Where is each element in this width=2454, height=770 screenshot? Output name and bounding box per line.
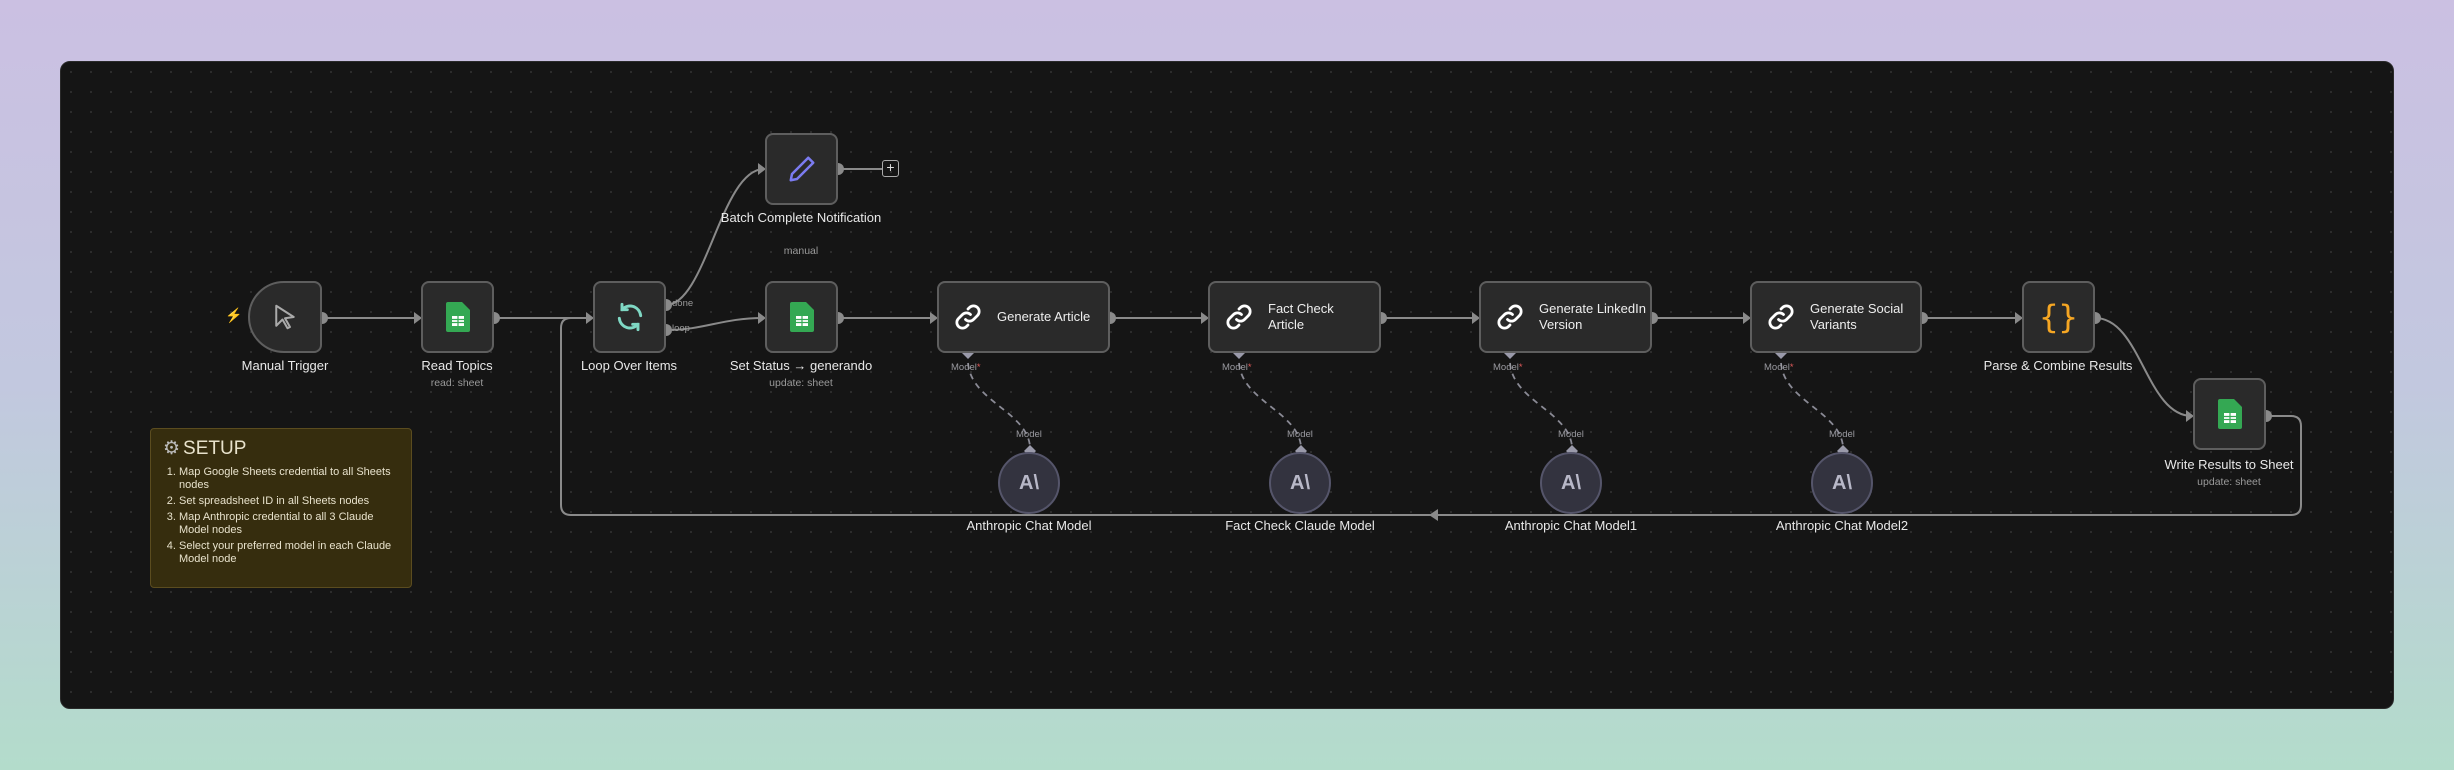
node-parse-combine[interactable]: {} [2022, 281, 2095, 353]
node-generate-social[interactable]: Generate Social Variants [1750, 281, 1922, 353]
node-generate-article[interactable]: Generate Article [937, 281, 1110, 353]
link-icon [955, 304, 981, 330]
add-node-button[interactable]: + [882, 160, 899, 177]
setup-step: Select your preferred model in each Clau… [179, 540, 399, 566]
setup-steps: Map Google Sheets credential to all Shee… [163, 466, 399, 566]
sticky-title: SETUP [183, 437, 247, 459]
node-batch-complete[interactable] [765, 133, 838, 205]
port-model-label: Model* [1493, 362, 1523, 373]
node-anthropic-chat-model1[interactable]: A\ [1540, 452, 1602, 514]
label-write-results: Write Results to Sheet [2164, 457, 2294, 472]
google-sheets-icon [445, 302, 470, 332]
title-generate-linkedin: Generate LinkedIn Version [1539, 301, 1646, 332]
label-manual-trigger: Manual Trigger [241, 358, 329, 373]
label-loop-over-items: Loop Over Items [580, 358, 678, 373]
node-anthropic-chat-model2[interactable]: A\ [1811, 452, 1873, 514]
node-loop-over-items[interactable] [593, 281, 666, 353]
link-icon [1226, 304, 1252, 330]
refresh-icon [617, 302, 642, 332]
gear-icon: ⚙ [163, 438, 181, 459]
handle-done-label: done [672, 298, 694, 309]
trigger-bolt-icon: ⚡ [225, 307, 243, 323]
model-port-label: Model [1016, 429, 1042, 440]
node-set-status[interactable] [765, 281, 838, 353]
port-model-label: Model* [1222, 362, 1252, 373]
port-text: Model [1764, 362, 1790, 373]
setup-sticky-note[interactable]: ⚙SETUP Map Google Sheets credential to a… [150, 428, 412, 588]
label-anthropic-chat-model1: Anthropic Chat Model1 [1504, 518, 1638, 533]
sub-write-results: update: sheet [2197, 476, 2261, 488]
port-model-label: Model* [1764, 362, 1794, 373]
node-read-topics[interactable] [421, 281, 494, 353]
edge-parse-write [2094, 317, 2193, 417]
label-fact-check-claude-model: Fact Check Claude Model [1225, 518, 1375, 533]
link-icon [1768, 304, 1794, 330]
anthropic-icon: A\ [1832, 471, 1852, 494]
handle-loop-label: loop [672, 323, 690, 334]
label-anthropic-chat-model2: Anthropic Chat Model2 [1775, 518, 1909, 533]
title-generate-social: Generate Social Variants [1810, 301, 1904, 332]
label-anthropic-chat-model: Anthropic Chat Model [966, 518, 1092, 533]
port-model-label: Model* [951, 362, 981, 373]
anthropic-icon: A\ [1561, 471, 1581, 494]
model-port-label: Model [1287, 429, 1313, 440]
google-sheets-icon [789, 302, 814, 332]
anthropic-icon: A\ [1290, 471, 1310, 494]
label-batch-complete: Batch Complete Notification [720, 210, 882, 225]
title-generate-article: Generate Article [997, 309, 1091, 324]
label-parse-combine: Parse & Combine Results [1983, 358, 2133, 373]
link-icon [1497, 304, 1523, 330]
setup-step: Set spreadsheet ID in all Sheets nodes [179, 495, 399, 508]
port-text: Model [1493, 362, 1519, 373]
cursor-icon [275, 304, 295, 330]
braces-icon: {} [2039, 298, 2078, 336]
node-write-results[interactable] [2193, 378, 2266, 450]
google-sheets-icon [2217, 399, 2242, 429]
port-text: Model [1222, 362, 1248, 373]
setup-step: Map Google Sheets credential to all Shee… [179, 466, 399, 492]
pencil-icon [789, 156, 814, 182]
label-set-status: Set Status → generando [729, 358, 873, 373]
node-fact-check[interactable]: Fact Check Article [1208, 281, 1381, 353]
model-port-label: Model [1558, 429, 1584, 440]
edge-loop-set [665, 317, 765, 331]
port-text: Model [951, 362, 977, 373]
setup-step: Map Anthropic credential to all 3 Claude… [179, 511, 399, 537]
edge-loop-batch [665, 168, 765, 306]
anthropic-icon: A\ [1019, 471, 1039, 494]
sub-read-topics: read: sheet [430, 377, 484, 389]
sub-set-status: update: sheet [769, 377, 833, 389]
node-anthropic-chat-model[interactable]: A\ [998, 452, 1060, 514]
node-generate-linkedin[interactable]: Generate LinkedIn Version [1479, 281, 1652, 353]
sub-batch-complete: manual [783, 245, 819, 257]
label-read-topics: Read Topics [421, 358, 493, 373]
node-fact-check-claude-model[interactable]: A\ [1269, 452, 1331, 514]
node-manual-trigger[interactable] [248, 281, 322, 353]
title-fact-check: Fact Check Article [1268, 301, 1334, 332]
model-port-label: Model [1829, 429, 1855, 440]
workflow-canvas[interactable] [60, 61, 2394, 709]
